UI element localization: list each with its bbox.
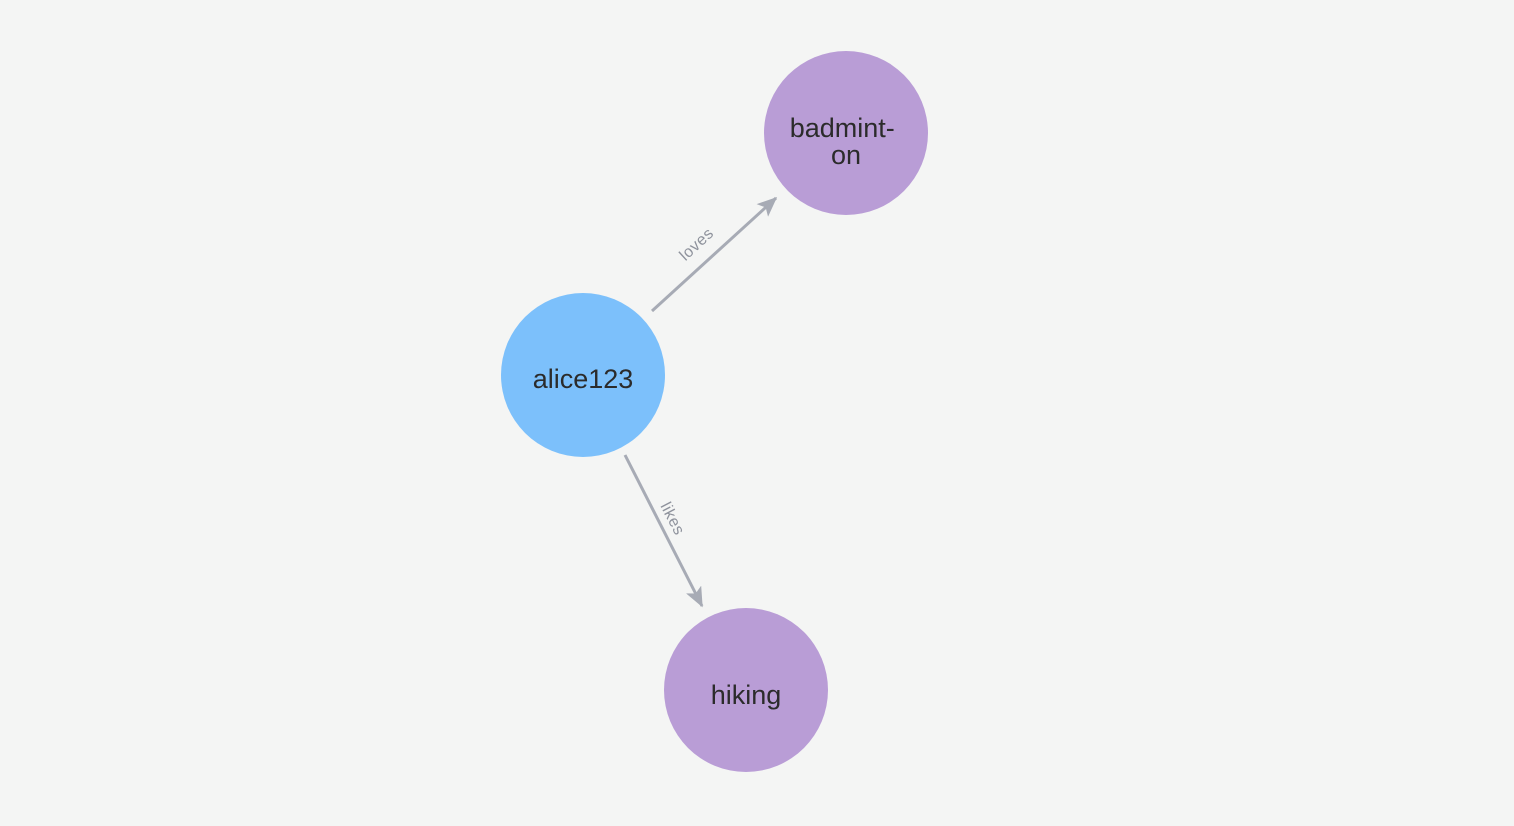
node-hiking-circle[interactable]	[664, 608, 828, 772]
node-hiking-caption: hiking	[711, 680, 782, 710]
node-caption-line: badmint-	[790, 113, 895, 143]
node-alice123: alice123	[501, 293, 665, 457]
edge-likes-line[interactable]	[623, 454, 704, 608]
node-alice123-circle[interactable]	[501, 293, 665, 457]
node-badminton-caption: badmint- on	[790, 113, 903, 170]
node-caption-line: hiking	[711, 680, 782, 710]
node-caption-line: alice123	[533, 364, 634, 394]
edge-loves-line[interactable]	[650, 196, 778, 313]
node-badminton: badmint- on	[764, 51, 928, 215]
node-badminton-circle[interactable]	[764, 51, 928, 215]
node-hiking: hiking	[664, 608, 828, 772]
node-caption-line: on	[831, 140, 861, 170]
node-alice123-caption: alice123	[533, 364, 634, 394]
